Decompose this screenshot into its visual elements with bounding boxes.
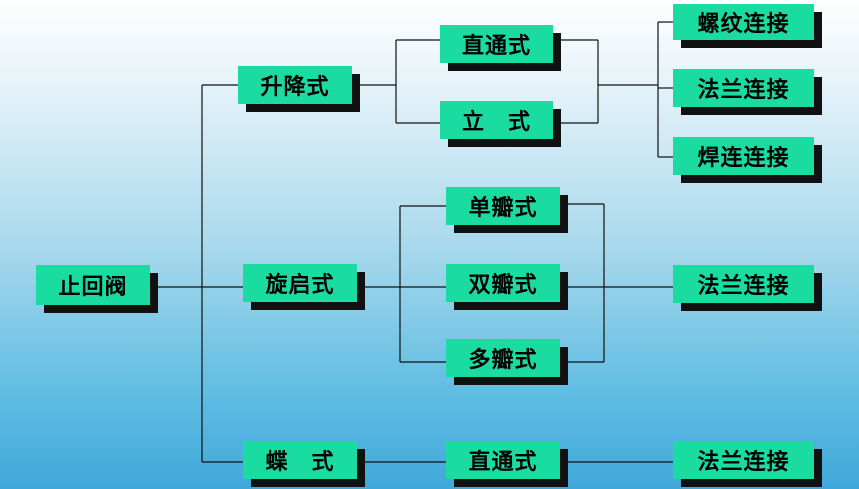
node-check-valve: 止回阀 xyxy=(36,265,150,305)
node-lift-straight-through: 直通式 xyxy=(440,25,553,63)
node-lift-type: 升降式 xyxy=(238,66,352,104)
node-lift-vertical: 立 式 xyxy=(440,101,553,139)
node-flange-connection-butterfly: 法兰连接 xyxy=(673,441,814,479)
node-single-flap: 单瓣式 xyxy=(446,187,560,225)
node-multi-flap: 多瓣式 xyxy=(446,339,560,377)
node-flange-connection-lift: 法兰连接 xyxy=(673,69,814,107)
node-butterfly-type: 蝶 式 xyxy=(243,441,357,479)
node-swing-type: 旋启式 xyxy=(243,264,357,302)
node-butterfly-straight-through: 直通式 xyxy=(446,441,560,479)
node-thread-connection: 螺纹连接 xyxy=(673,4,814,40)
node-double-flap: 双瓣式 xyxy=(446,264,560,302)
node-weld-connection: 焊连连接 xyxy=(673,137,814,175)
node-flange-connection-swing: 法兰连接 xyxy=(673,265,814,303)
